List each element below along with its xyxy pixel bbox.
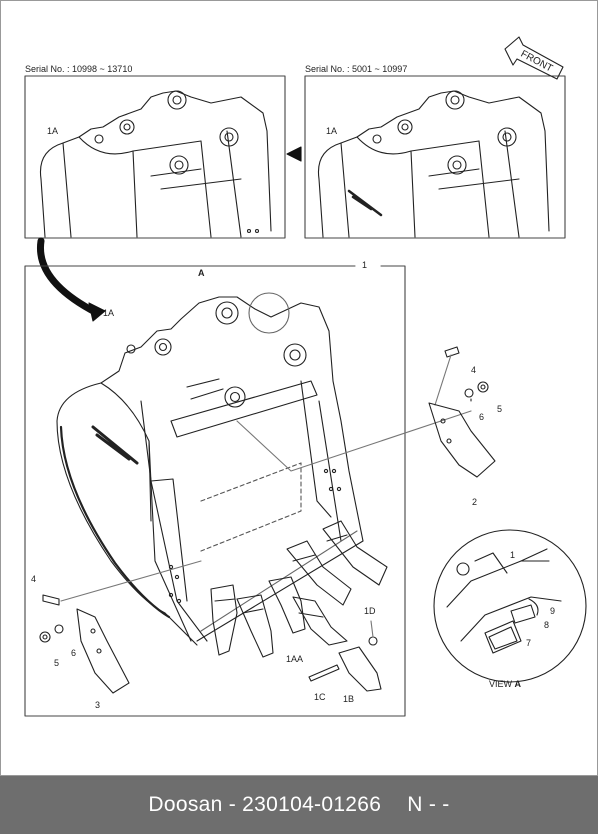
diagram-canvas: Serial No. : 10998 ~ 13710 Serial No. : … — [0, 0, 598, 776]
view-label-part-7: 7 — [526, 638, 532, 648]
side-cutter-left — [39, 594, 130, 694]
pin-1c — [308, 664, 340, 682]
inset-left-part-label: 1A — [47, 126, 59, 136]
label-bucket: 1A — [103, 308, 115, 318]
pointer-triangle — [286, 146, 302, 162]
label-washer-right: 6 — [479, 412, 485, 422]
footer-part-number: 230104-01266 — [242, 793, 382, 816]
view-caption-letter: A — [514, 679, 522, 689]
label-bolt-right: 4 — [471, 365, 477, 375]
footer-separator: - — [228, 793, 237, 816]
label-arrow-a: A — [198, 268, 205, 278]
view-label-part-8: 8 — [544, 620, 550, 630]
teeth-row — [210, 520, 388, 692]
label-side-cutter-left: 3 — [95, 700, 101, 710]
tooth-3 — [268, 576, 306, 634]
label-washer-left: 6 — [71, 648, 77, 658]
view-caption: VIEW A — [489, 680, 521, 689]
main-frame — [24, 265, 406, 717]
label-pin: 1C — [314, 692, 326, 702]
main-bucket — [56, 292, 472, 646]
label-bolt-left: 4 — [31, 574, 37, 584]
view-label-part-9: 9 — [550, 606, 556, 616]
curved-arrow — [36, 237, 101, 317]
tooth-1 — [210, 584, 238, 656]
serial-left: Serial No. : 10998 ~ 13710 — [25, 64, 133, 74]
tooth-4 — [292, 596, 348, 646]
label-nut-right: 5 — [497, 404, 503, 414]
label-side-cutter-right: 2 — [472, 497, 478, 507]
footer-code: N - - — [407, 793, 450, 816]
tooth-2 — [236, 594, 274, 658]
label-lock: 1D — [364, 606, 376, 616]
front-arrow — [504, 36, 564, 80]
tooth-5 — [286, 540, 352, 606]
view-caption-word: VIEW — [489, 679, 513, 689]
side-cutter-right — [428, 346, 496, 478]
label-nut-left: 5 — [54, 658, 60, 668]
lock-1d — [368, 636, 378, 646]
label-assembly: 1 — [362, 260, 368, 270]
label-adapter: 1AA — [286, 654, 304, 664]
serial-right: Serial No. : 5001 ~ 10997 — [305, 64, 408, 74]
parts-diagram-drawing — [24, 36, 587, 717]
inset-right — [304, 75, 566, 239]
footer-brand: Doosan — [148, 793, 223, 816]
view-a-detail — [433, 529, 587, 683]
view-label-part-1: 1 — [510, 550, 516, 560]
inset-right-part-label: 1A — [326, 126, 338, 136]
tooth-1b — [338, 646, 382, 692]
label-tooth: 1B — [343, 694, 355, 704]
footer-bar: Doosan - 230104-01266 N - - — [0, 776, 598, 834]
inset-left — [24, 75, 286, 239]
tooth-6 — [322, 520, 388, 586]
